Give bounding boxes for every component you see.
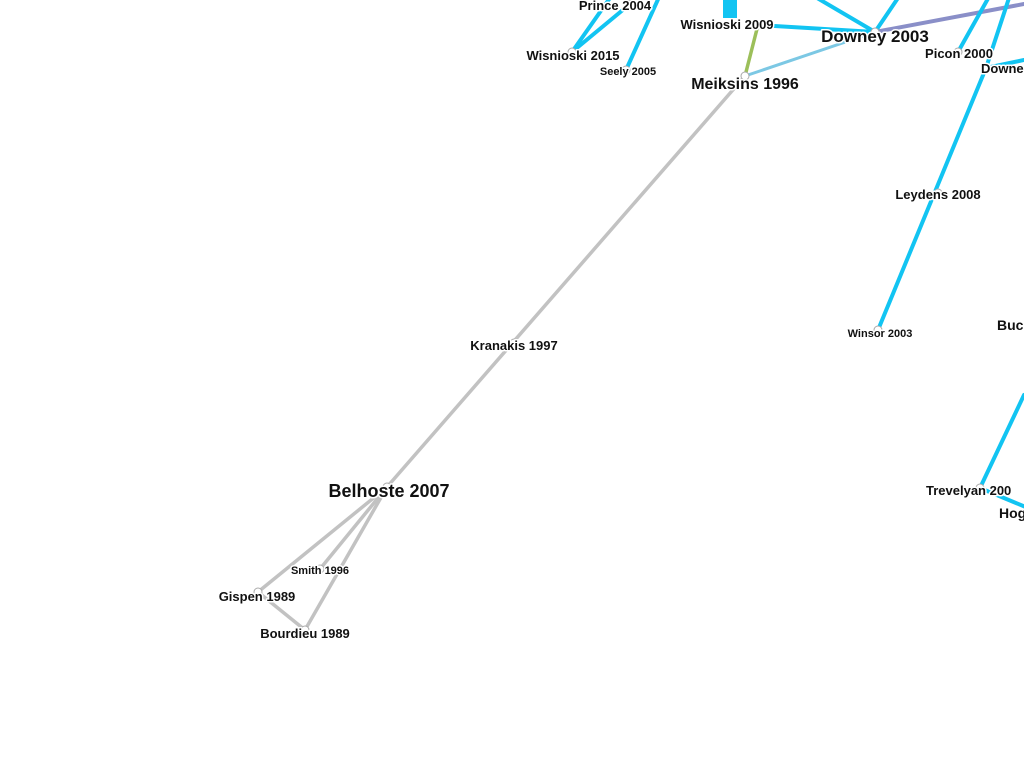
edge-trevelyan_partial-offscreen_right_low xyxy=(978,393,1024,490)
node-label-belhoste2007: Belhoste 2007 xyxy=(328,481,449,501)
node-seely2005[interactable] xyxy=(621,65,631,75)
edge-gispen1989-bourdieu1989 xyxy=(256,590,307,632)
edge-downey2003-offscreen_top_b xyxy=(873,0,900,34)
edge-wisnioski2009-downey2003 xyxy=(756,23,877,34)
node-label-wisnioski2015: Wisnioski 2015 xyxy=(526,48,619,63)
node-gispen1989[interactable] xyxy=(253,587,263,597)
edge-belhoste2007-meiksins1996 xyxy=(385,74,747,489)
node-label-hog_partial: Hog xyxy=(999,505,1024,521)
edge-downey_partial-offscreen_top_f xyxy=(984,0,1011,70)
node-label-picon2000: Picon 2000 xyxy=(925,46,993,61)
node-label-downey2003: Downey 2003 xyxy=(821,27,929,46)
edge-meiksins1996-downey2003 xyxy=(743,30,877,78)
edges-layer xyxy=(256,0,1024,632)
node-winsor2003[interactable] xyxy=(873,325,883,335)
edge-downey_partial-winsor2003 xyxy=(876,66,988,332)
node-kranakis1997[interactable] xyxy=(509,338,519,348)
edge-seely2005-offscreen_top_d xyxy=(624,0,660,72)
node-picon2000[interactable] xyxy=(953,47,963,57)
edge-wisnioski2015-offscreen_top_c xyxy=(570,0,611,54)
node-leydens2008[interactable] xyxy=(933,188,943,198)
node-wisnioski2015[interactable] xyxy=(567,47,577,57)
node-label-bourdieu1989: Bourdieu 1989 xyxy=(260,626,350,641)
edge-belhoste2007-gispen1989 xyxy=(256,485,389,594)
edge-meiksins1996-wisnioski2009 xyxy=(743,23,760,78)
edge-downey2003-offscreen_right_top xyxy=(873,2,1024,34)
node-downey2003[interactable] xyxy=(870,27,880,37)
node-smith1996[interactable] xyxy=(315,564,325,574)
edge-trevelyan_partial-hog_partial xyxy=(978,486,1024,509)
edge-belhoste2007-bourdieu1989 xyxy=(303,485,389,632)
node-label-buc_partial: Buc xyxy=(997,317,1024,333)
node-label-smith1996: Smith 1996 xyxy=(291,565,349,577)
node-wisnioski2009[interactable] xyxy=(753,20,763,30)
node-label-kranakis1997: Kranakis 1997 xyxy=(470,338,557,353)
node-label-downey_partial: Downe xyxy=(981,61,1024,76)
node-label-seely2005: Seely 2005 xyxy=(600,66,656,78)
edge-picon2000-offscreen_top_e xyxy=(956,0,990,54)
node-label-leydens2008: Leydens 2008 xyxy=(895,187,980,202)
node-belhoste2007[interactable] xyxy=(382,482,392,492)
node-label-prince2004: Prince 2004 xyxy=(579,0,652,13)
node-meiksins1996[interactable] xyxy=(740,71,750,81)
edge-wisnioski2015-prince2004 xyxy=(570,2,632,54)
node-label-trevelyan_partial: Trevelyan 200 xyxy=(926,483,1011,498)
nodes-layer xyxy=(253,0,991,635)
node-trevelyan_partial[interactable] xyxy=(975,483,985,493)
node-label-winsor2003: Winsor 2003 xyxy=(848,328,913,340)
edge-belhoste2007-smith1996 xyxy=(318,485,389,571)
node-prince2004[interactable] xyxy=(625,0,635,9)
node-label-meiksins1996: Meiksins 1996 xyxy=(691,76,799,93)
edge-downey2003-offscreen_top_a xyxy=(816,0,877,34)
node-label-gispen1989: Gispen 1989 xyxy=(219,589,296,604)
node-downey_partial[interactable] xyxy=(981,63,991,73)
node-bourdieu1989[interactable] xyxy=(300,625,310,635)
node-label-wisnioski2009: Wisnioski 2009 xyxy=(680,17,773,32)
edge-downey_partial-offscreen_right_mid xyxy=(984,58,1024,70)
